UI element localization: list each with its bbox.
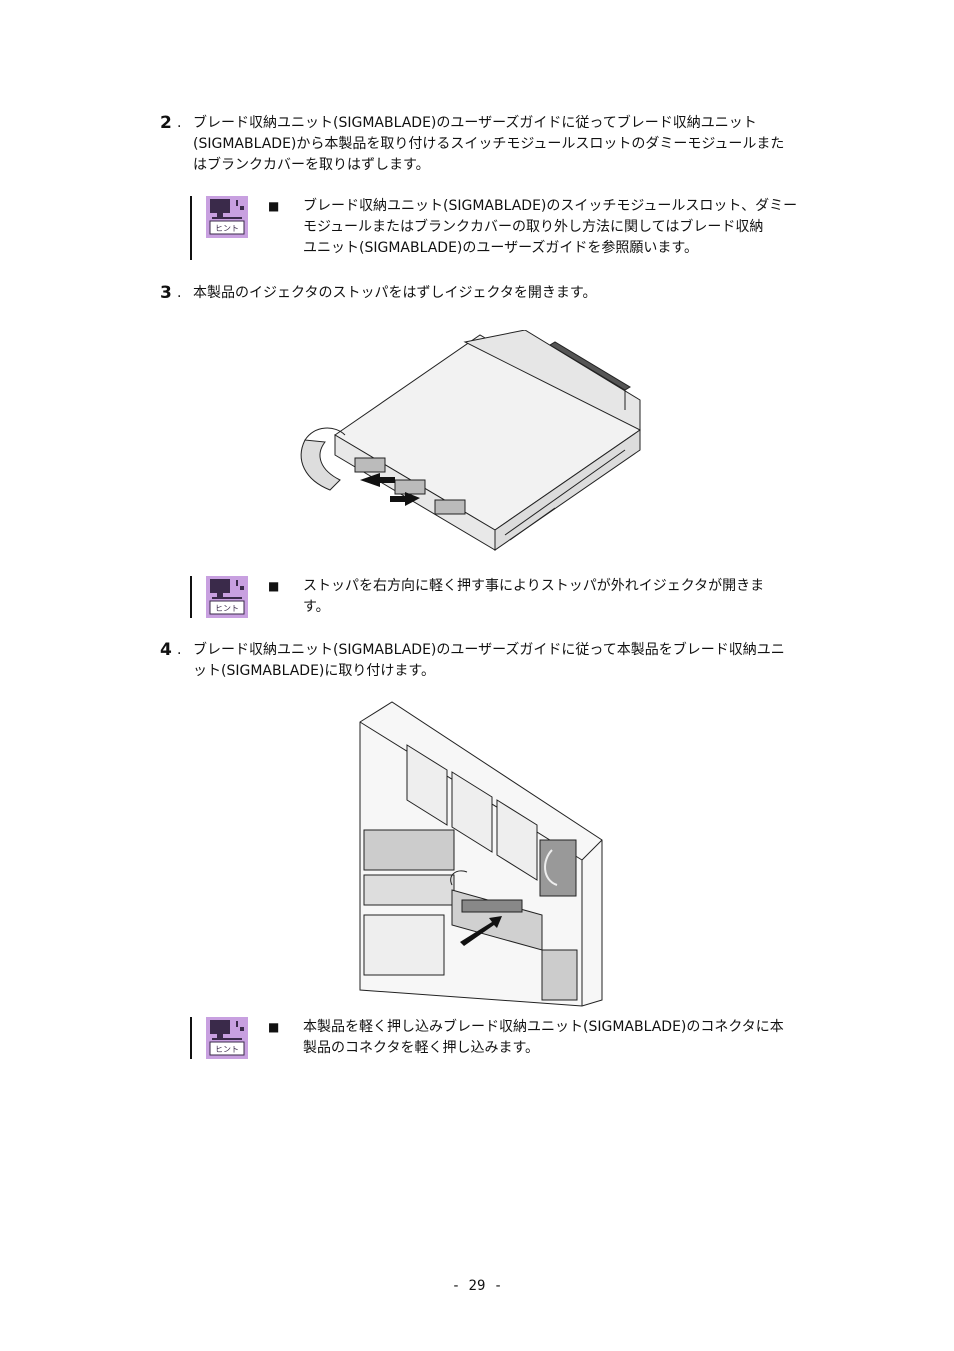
step-2: 2 . ブレード収納ユニット(SIGMABLADE)のユーザーズガイドに従ってブ… [160, 113, 870, 176]
step-separator: . [177, 115, 182, 131]
hint-box-2: ヒント ■ ストッパを右方向に軽く押す事によりストッパが外れイジェクタが開きま … [190, 576, 850, 618]
step-number: 2 [160, 113, 172, 133]
hint-text: ストッパを右方向に軽く押す事によりストッパが外れイジェクタが開きま す。 [303, 578, 765, 615]
step-text: ブレード収納ユニット(SIGMABLADE)のユーザーズガイドに従ってブレード収… [193, 115, 785, 173]
hint-icon: ヒント [206, 1017, 248, 1059]
hint-bullet: ■ [268, 579, 280, 593]
hint-text: ブレード収納ユニット(SIGMABLADE)のスイッチモジュールスロット、ダミー… [303, 198, 798, 256]
hint-bar [190, 196, 192, 260]
step-number: 4 [160, 640, 172, 660]
hint-icon-label: ヒント [215, 224, 239, 233]
hint-icon-label: ヒント [215, 604, 239, 613]
step-number: 3 [160, 283, 172, 303]
hint-bar [190, 1017, 192, 1059]
sigmablade-chassis-illustration [359, 701, 603, 1007]
hint-bullet: ■ [268, 1020, 280, 1034]
step-separator: . [177, 642, 182, 658]
hint-bullet: ■ [268, 199, 280, 213]
hint-text: 本製品を軽く押し込みブレード収納ユニット(SIGMABLADE)のコネクタに本 … [303, 1019, 784, 1056]
hint-icon: ヒント [206, 196, 248, 238]
page-number: - 29 - [451, 1278, 503, 1294]
step-3: 3 . 本製品のイジェクタのストッパをはずしイジェクタを開きます。 [160, 283, 870, 304]
step-separator: . [177, 285, 182, 301]
step-4: 4 . ブレード収納ユニット(SIGMABLADE)のユーザーズガイドに従って本… [160, 640, 870, 682]
step-text: 本製品のイジェクタのストッパをはずしイジェクタを開きます。 [193, 285, 597, 301]
hint-box-3: ヒント ■ 本製品を軽く押し込みブレード収納ユニット(SIGMABLADE)のコ… [190, 1017, 850, 1059]
step-text: ブレード収納ユニット(SIGMABLADE)のユーザーズガイドに従って本製品をブ… [193, 642, 785, 679]
hint-box-1: ヒント ■ ブレード収納ユニット(SIGMABLADE)のスイッチモジュールスロ… [190, 196, 850, 260]
hint-icon-label: ヒント [215, 1045, 239, 1054]
hint-icon: ヒント [206, 576, 248, 618]
switch-module-illustration [300, 330, 641, 551]
hint-bar [190, 576, 192, 618]
